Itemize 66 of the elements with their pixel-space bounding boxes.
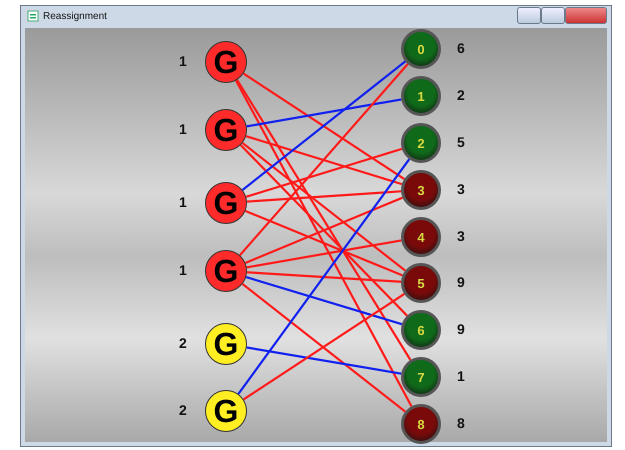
node-label: G <box>214 46 238 78</box>
node-label: 0 <box>417 42 425 56</box>
connection-line <box>237 158 410 395</box>
node-label: 8 <box>417 418 425 430</box>
numbered-orb <box>401 217 441 257</box>
g-circle <box>205 41 247 83</box>
connection-line <box>244 196 403 264</box>
node-label: G <box>214 328 238 360</box>
count-label: 5 <box>457 134 465 150</box>
node-label: G <box>214 395 238 427</box>
count-label: 8 <box>457 415 465 431</box>
connection-line <box>242 283 406 413</box>
g-circle <box>205 182 247 224</box>
connection-line <box>240 144 408 316</box>
count-label: 2 <box>179 402 187 418</box>
g-circle <box>205 323 247 365</box>
count-label: 3 <box>457 181 465 197</box>
connection-line <box>246 148 402 198</box>
numbered-orb <box>401 123 441 163</box>
connection-line <box>246 239 402 268</box>
g-circle <box>205 109 247 151</box>
connection-line <box>246 276 402 326</box>
count-label: 1 <box>457 368 465 384</box>
count-label: 2 <box>457 87 465 103</box>
connection-line <box>239 63 409 256</box>
connection-line <box>242 72 405 180</box>
connection-line <box>246 98 402 128</box>
node-label: 7 <box>417 370 425 384</box>
node-label: 4 <box>417 230 425 244</box>
window-title: Reassignment <box>43 10 107 22</box>
connection-line <box>245 210 403 276</box>
node-label: 6 <box>417 324 425 336</box>
g-circle <box>205 250 247 292</box>
count-label: 9 <box>457 274 465 290</box>
connection-line <box>242 142 406 272</box>
node-label: 1 <box>417 90 425 102</box>
connection-line <box>236 79 412 361</box>
connection-line <box>235 80 412 407</box>
connection-line <box>246 271 402 283</box>
g-circle <box>205 390 247 432</box>
connection-line <box>246 135 402 186</box>
node-label: G <box>214 114 238 146</box>
numbered-orb <box>401 357 441 397</box>
node-label: 2 <box>417 136 425 150</box>
numbered-orb <box>401 76 441 116</box>
node-label: G <box>214 255 238 287</box>
count-label: 1 <box>179 121 187 137</box>
numbered-orb <box>401 170 441 210</box>
count-label: 1 <box>179 53 187 69</box>
count-label: 6 <box>457 40 465 56</box>
numbered-orb <box>401 29 441 69</box>
numbered-orb <box>401 404 441 444</box>
connection-line <box>242 60 406 191</box>
count-label: 3 <box>457 228 465 244</box>
connection-line <box>242 293 405 400</box>
numbered-orb <box>401 263 441 303</box>
node-label: G <box>214 187 238 219</box>
numbered-orb <box>401 310 441 350</box>
connection-line <box>246 346 402 375</box>
count-label: 2 <box>179 335 187 351</box>
node-label: 3 <box>417 184 425 196</box>
count-label: 1 <box>179 262 187 278</box>
connection-line <box>246 190 402 203</box>
node-label: 5 <box>417 276 425 290</box>
count-label: 1 <box>179 194 187 210</box>
count-label: 9 <box>457 321 465 337</box>
